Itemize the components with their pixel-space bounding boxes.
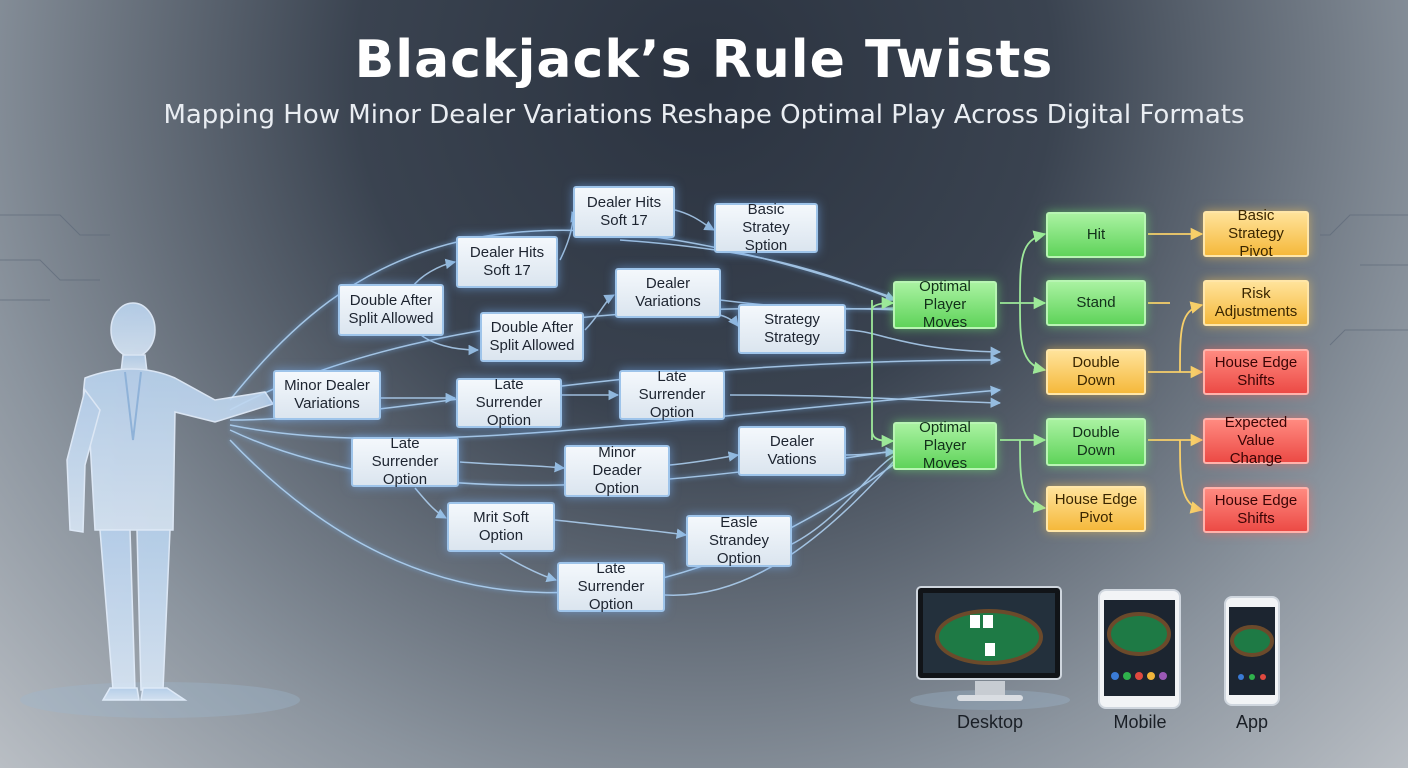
node-dealer-hits-soft17: Dealer Hits Soft 17 — [573, 186, 675, 238]
node-basic-strategy-pivot: Basic Strategy Pivot — [1203, 207, 1309, 260]
node-double-down: Double Down — [1046, 418, 1146, 466]
desktop-device-icon — [916, 586, 1062, 701]
node-mrit-soft: Mrit Soft Option — [447, 502, 555, 552]
node-basic-stratey-sption: Basic Stratey Sption — [714, 201, 818, 254]
node-late-surrender: Late Surrender Option — [456, 376, 562, 429]
node-late-surrender: Late Surrender Option — [557, 560, 665, 613]
node-optimal-player-moves: Optimal Player Moves — [893, 278, 997, 331]
node-double-after-split: Double After Split Allowed — [480, 312, 584, 362]
presenter-figure — [66, 302, 275, 701]
node-double-down: Double Down — [1046, 349, 1146, 395]
node-optimal-player-moves: Optimal Player Moves — [893, 419, 997, 472]
node-late-surrender: Late Surrender Option — [351, 435, 459, 488]
node-expected-value-change: Expected Value Change — [1203, 414, 1309, 467]
node-double-after-split: Double After Split Allowed — [338, 284, 444, 336]
mobile-label: Mobile — [1113, 712, 1167, 732]
node-dealer-hits-soft17: Dealer Hits Soft 17 — [456, 236, 558, 288]
node-minor-dealer-option: Minor Deader Option — [564, 444, 670, 497]
node-risk-adjustments: Risk Adjustments — [1203, 280, 1309, 326]
page-title: Blackjack’s Rule Twists — [354, 30, 1054, 90]
phone-device-icon — [1224, 596, 1280, 706]
node-dealer-variations: Dealer Variations — [615, 268, 721, 318]
node-house-edge-pivot: House Edge Pivot — [1046, 486, 1146, 532]
node-house-edge-shifts: House Edge Shifts — [1203, 487, 1309, 533]
node-strategy-strategy: Strategy Strategy — [738, 304, 846, 354]
page-subtitle: Mapping How Minor Dealer Variations Resh… — [163, 100, 1245, 130]
node-hit: Hit — [1046, 212, 1146, 258]
app-label: App — [1235, 712, 1269, 732]
desktop-label: Desktop — [956, 712, 1024, 732]
node-dealer-vations: Dealer Vations — [738, 426, 846, 476]
node-late-surrender: Late Surrender Option — [619, 368, 725, 421]
node-easle-strandey: Easle Strandey Option — [686, 514, 792, 567]
node-house-edge-shifts: House Edge Shifts — [1203, 349, 1309, 395]
circuit-lines — [0, 214, 1408, 346]
node-stand: Stand — [1046, 280, 1146, 326]
node-minor-dealer-variations: Minor Dealer Variations — [273, 370, 381, 420]
tablet-device-icon — [1098, 589, 1181, 709]
